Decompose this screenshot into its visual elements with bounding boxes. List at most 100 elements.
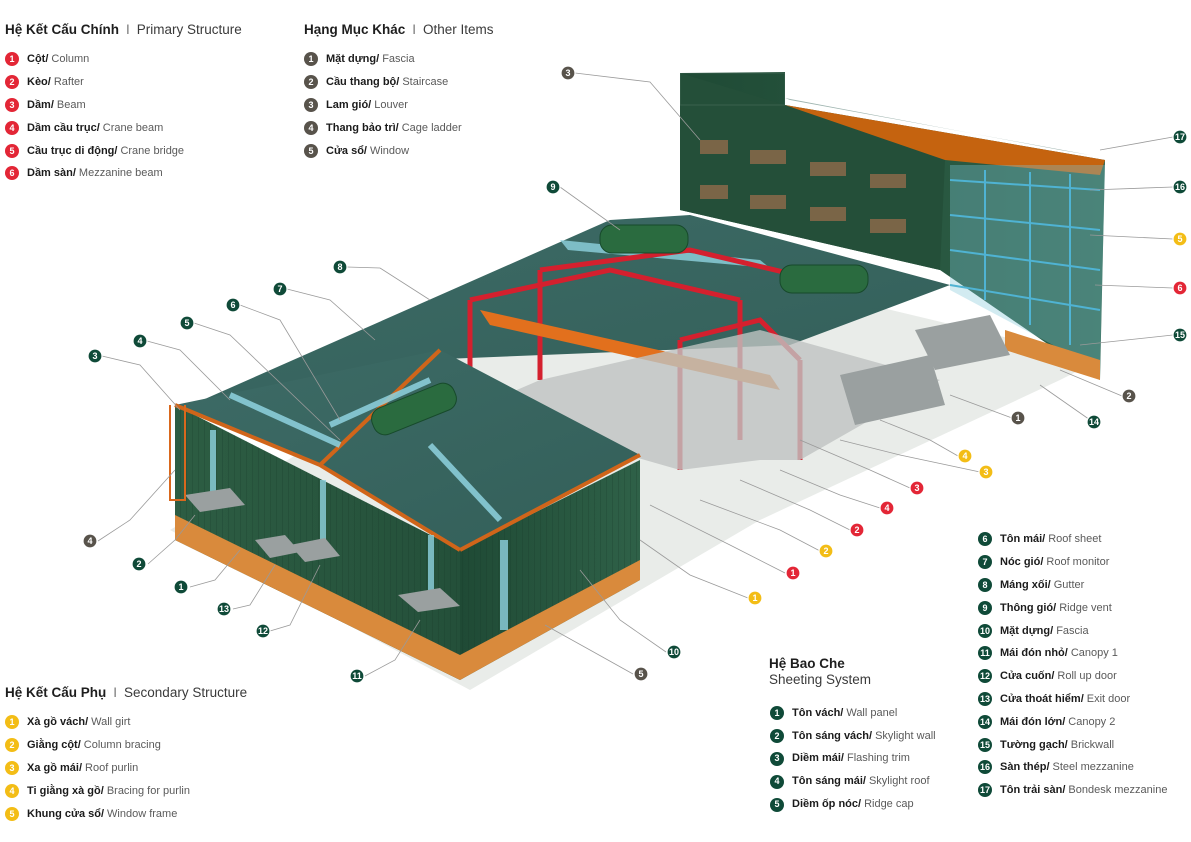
legend-number-badge: 15 xyxy=(978,737,992,752)
callout-badge: 6 xyxy=(1172,280,1188,296)
legend-number-badge: 3 xyxy=(770,751,784,766)
legend-other-title-vi: Hạng Mục Khác xyxy=(304,22,406,37)
legend-item-label-vi: Dầm cầu trục/ xyxy=(27,121,100,134)
callout-badge: 16 xyxy=(1172,179,1188,195)
legend-number-badge: 1 xyxy=(770,706,784,721)
callout-badge: 3 xyxy=(978,464,994,480)
legend-number-badge: 10 xyxy=(978,623,992,638)
callout-number: 4 xyxy=(962,451,967,461)
legend-number-badge: 14 xyxy=(978,714,992,729)
legend-number-badge: 2 xyxy=(5,75,19,90)
legend-item-label-en: Roof sheet xyxy=(1048,533,1102,546)
legend-item-label-vi: Tôn sáng mái/ xyxy=(792,775,866,788)
callout-number: 2 xyxy=(854,525,859,535)
legend-item-label-en: Wall panel xyxy=(846,706,898,719)
callout-circle xyxy=(849,522,865,538)
legend-item-label-en: Gutter xyxy=(1053,578,1085,591)
legend-number-badge: 6 xyxy=(978,532,992,547)
callout-badge: 10 xyxy=(666,644,682,660)
legend-item-label-en: Bondesk mezzanine xyxy=(1068,784,1168,797)
callout-circle xyxy=(349,668,365,684)
callout-number: 13 xyxy=(219,604,229,614)
legend-number-badge: 1 xyxy=(5,52,19,67)
legend-number-badge: 5 xyxy=(5,143,19,158)
legend-item-label-en: Canopy 1 xyxy=(1070,647,1118,660)
legend-item-label-vi: Tôn vách/ xyxy=(792,706,844,719)
legend-item-label-en: Roof monitor xyxy=(1046,556,1110,569)
callout-badge: 9 xyxy=(545,179,561,195)
legend-number-badge: 3 xyxy=(5,760,19,775)
legend-number-badge: 17 xyxy=(978,783,992,798)
legend-item-label-vi: Khung cửa sổ/ xyxy=(27,807,105,820)
front-roof xyxy=(175,350,640,550)
callout-circle xyxy=(132,333,148,349)
callout-badge: 3 xyxy=(87,348,103,364)
callout-circle xyxy=(747,590,763,606)
callout-badge: 8 xyxy=(332,259,348,275)
callout-number: 2 xyxy=(1126,391,1131,401)
legend-item-label-en: Roll up door xyxy=(1057,670,1117,683)
callout-number: 7 xyxy=(277,284,282,294)
legend-item-label-en: Exit door xyxy=(1086,692,1131,705)
callout-number: 2 xyxy=(823,546,828,556)
legend-item-label-vi: Thang bảo trì/ xyxy=(326,121,399,134)
cage-ladder xyxy=(169,405,186,501)
legend-item-label-vi: Máng xối/ xyxy=(1000,578,1051,591)
callout-number: 1 xyxy=(752,593,757,603)
callout-number: 1 xyxy=(178,582,183,592)
legend-item-label-vi: Nóc gió/ xyxy=(1000,556,1044,569)
callout-badge: 11 xyxy=(349,668,365,684)
callout-badge: 1 xyxy=(785,565,801,581)
legend-item-label-vi: Tường gạch/ xyxy=(1000,738,1068,751)
legend-item-label-vi: Xà gồ vách/ xyxy=(27,716,89,729)
callout-circle xyxy=(957,448,973,464)
callout-circle xyxy=(255,623,271,639)
roof-vents xyxy=(371,224,869,436)
legend-separator: I xyxy=(113,685,118,700)
callout-circle xyxy=(1121,388,1137,404)
callout-badge: 17 xyxy=(1172,129,1188,145)
canopies xyxy=(185,315,1010,612)
legend-primary-title-vi: Hệ Kết Cấu Chính xyxy=(5,22,120,37)
legend-item-label-vi: Tôn sáng vách/ xyxy=(792,729,873,742)
callout-badge: 4 xyxy=(879,500,895,516)
legend-number-badge: 2 xyxy=(770,729,784,744)
callout-circle xyxy=(216,601,232,617)
callout-circle xyxy=(909,480,925,496)
legend-item-label-vi: Mái đón lớn/ xyxy=(1000,715,1066,728)
callout-number: 4 xyxy=(884,503,889,513)
legend-item-label-en: Bracing for purlin xyxy=(106,784,190,797)
legend-number-badge: 1 xyxy=(304,52,318,67)
callout-badge: 2 xyxy=(818,543,834,559)
legend-item-label-vi: Sàn thép/ xyxy=(1000,761,1050,774)
legend-sheeting-title-en: Sheeting System xyxy=(769,672,872,687)
callout-badge: 3 xyxy=(909,480,925,496)
legend-separator: I xyxy=(412,22,417,37)
legend-item-label-en: Crane bridge xyxy=(120,144,185,157)
legend-number-badge: 5 xyxy=(5,806,19,821)
callout-circle xyxy=(225,297,241,313)
callout-number: 12 xyxy=(258,626,268,636)
legend-item-label-vi: Tôn mái/ xyxy=(1000,533,1046,546)
callout-circle xyxy=(1086,414,1102,430)
callout-badge: 5 xyxy=(633,666,649,682)
callout-badge: 5 xyxy=(1172,231,1188,247)
legend-separator: I xyxy=(126,22,130,37)
callout-circle xyxy=(179,315,195,331)
legend-number-badge: 13 xyxy=(978,691,992,706)
callout-circle xyxy=(87,348,103,364)
